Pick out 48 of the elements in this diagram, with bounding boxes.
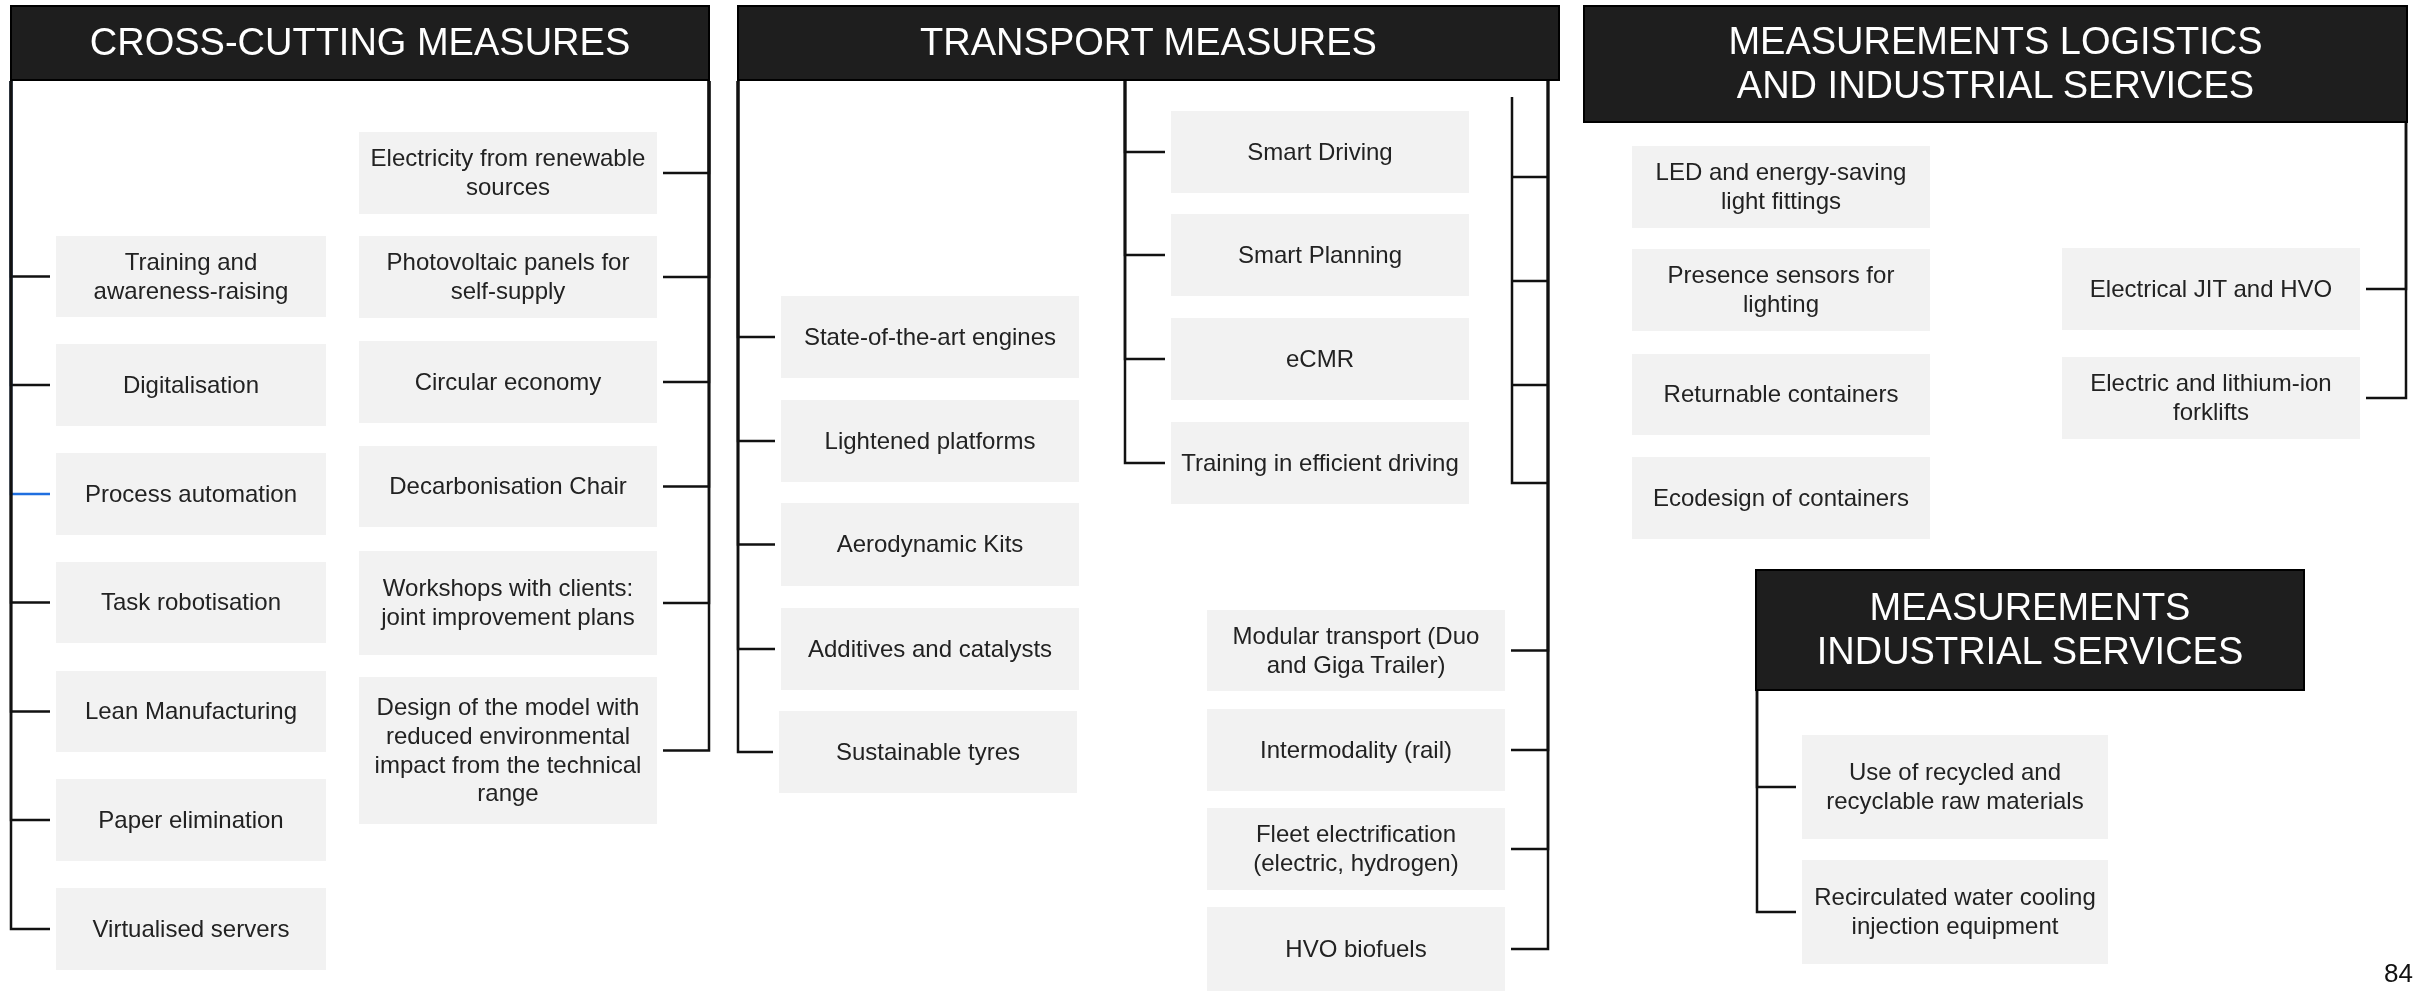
measure-text: LED and energy-saving light fittings xyxy=(1654,158,1908,216)
measure-text: Electrical JIT and HVO xyxy=(2089,274,2333,304)
measure-text: Circular economy xyxy=(414,367,602,397)
measure-text: Presence sensors for lighting xyxy=(1666,261,1896,319)
header-text: MEASUREMENTS INDUSTRIAL SERVICES xyxy=(1815,586,2245,674)
header-text: CROSS-CUTTING MEASURES xyxy=(89,21,631,65)
measure-text: Fleet electrification (electric, hydrogen) xyxy=(1252,820,1460,878)
measure-text: Digitalisation xyxy=(122,370,260,400)
measure-text: State-of-the-art engines xyxy=(803,322,1057,352)
measure-text: Training in efficient driving xyxy=(1181,448,1459,478)
measure-text: Design of the model with reduced environmental impact from the technical range xyxy=(373,692,643,809)
measure-text: Task robotisation xyxy=(100,588,282,617)
connector-line xyxy=(1755,691,1796,914)
measure-text: Workshops with clients: joint improvement plans xyxy=(379,574,636,632)
measure-text: Photovoltaic panels for self-supply xyxy=(385,248,631,306)
measure-text: Decarbonisation Chair xyxy=(389,472,627,501)
measure-text: Intermodality (rail) xyxy=(1259,735,1452,765)
section-header xyxy=(1583,5,2408,123)
measure-text: Paper elimination xyxy=(98,805,284,835)
measure-text: Virtualised servers xyxy=(92,914,290,944)
measure-text: Lightened platforms xyxy=(824,426,1036,456)
connector-line xyxy=(663,81,711,752)
section-header xyxy=(737,5,1560,81)
measure-text: Process automation xyxy=(84,479,298,509)
measure-text: Additives and catalysts xyxy=(807,634,1053,664)
section-header xyxy=(1755,569,2305,691)
measure-text: Aerodynamic Kits xyxy=(836,530,1024,559)
header-text: TRANSPORT MEASURES xyxy=(920,21,1377,65)
measure-text: Ecodesign of containers xyxy=(1652,483,1910,513)
connector-line xyxy=(1123,81,1165,465)
measure-text: Electric and lithium-ion forklifts xyxy=(2089,369,2333,427)
measure-text: Modular transport (Duo and Giga Trailer) xyxy=(1231,621,1481,680)
header-text: MEASUREMENTS LOGISTICS AND INDUSTRIAL SERVICES xyxy=(1727,20,2264,108)
section-header xyxy=(10,5,710,81)
measure-text: Returnable containers xyxy=(1663,380,1899,409)
measure-text: eCMR xyxy=(1286,344,1354,374)
measure-text: Sustainable tyres xyxy=(835,737,1021,767)
measure-text: Use of recycled and recyclable raw materials xyxy=(1825,758,2085,816)
connector-line xyxy=(736,81,773,754)
measure-text: Training and awareness-raising xyxy=(92,247,290,306)
measure-text: Lean Manufacturing xyxy=(84,697,298,726)
measure-text: HVO biofuels xyxy=(1285,934,1427,964)
connector-line xyxy=(2366,123,2408,400)
measure-text: Smart Driving xyxy=(1247,137,1393,167)
page-number: 84 xyxy=(2384,958,2413,989)
measure-text: Electricity from renewable sources xyxy=(369,144,647,202)
measure-text: Smart Planning xyxy=(1237,240,1403,270)
measure-text: Recirculated water cooling injection equipment xyxy=(1813,883,2097,941)
